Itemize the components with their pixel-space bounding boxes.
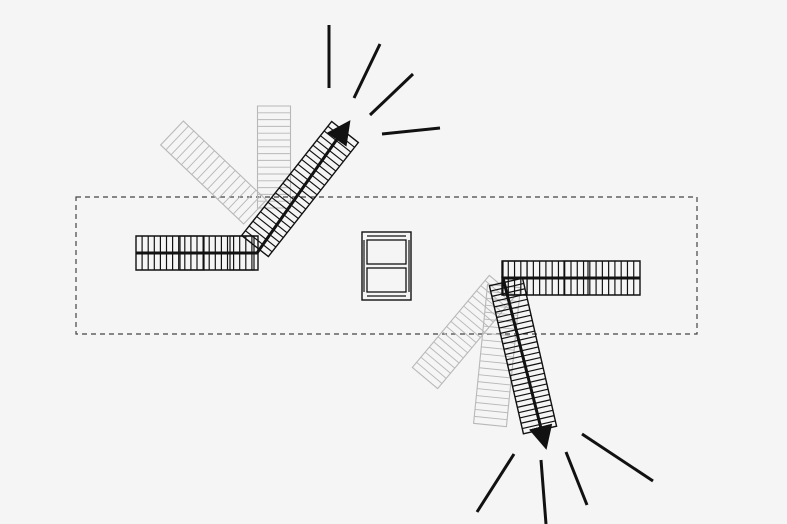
ghost-lower-a-tread (463, 305, 490, 328)
ghost-stair-lower-b (472, 283, 522, 428)
ghost-lower-b-tread (478, 374, 512, 379)
ghost-lower-a-tread (459, 310, 486, 333)
ghost-lower-a-tread (416, 361, 443, 384)
lower-direction-arrow (501, 276, 640, 450)
active-upper-diagonal-tread (271, 196, 299, 220)
active-upper-diagonal-tread (278, 187, 307, 210)
ghost-lower-b-tread (482, 332, 516, 337)
ghost-upper-a-tread (201, 160, 226, 185)
ghost-upper-a-tread (222, 179, 246, 205)
upper-motion-line-2 (352, 43, 382, 99)
upper-motion-lines (327, 25, 441, 136)
dashed-boundary-frame (75, 196, 698, 335)
ghost-upper-a-tread (196, 155, 221, 180)
active-upper-diagonal-tread (263, 206, 292, 229)
active-lower-diagonal-tread (491, 288, 526, 297)
active-stair-upper-left (135, 120, 360, 271)
ghost-lower-a-tread (454, 315, 481, 338)
ghost-upper-a-tread (191, 150, 215, 175)
ghost-upper-a-tread (181, 140, 205, 166)
lower-motion-line-2 (539, 459, 548, 524)
ghost-upper-a-outline (159, 120, 268, 225)
active-lower-diagonal-outline (488, 277, 558, 435)
ghost-lower-a-tread (467, 300, 494, 323)
active-upper-diagonal-tread (260, 211, 288, 234)
ghost-upper-a-tread (212, 170, 236, 195)
ghost-upper-a-tread (175, 135, 200, 161)
upper-direction-arrow (136, 120, 351, 255)
ghost-stair-upper-a (159, 120, 268, 225)
ghost-lower-a-tread (446, 326, 473, 349)
ghost-lower-a-tread (424, 351, 451, 374)
active-upper-diagonal-tread (286, 177, 314, 201)
ghost-lower-b-tread (481, 346, 515, 351)
ghost-lower-a-tread (429, 346, 456, 369)
ghost-stair-upper-b (256, 105, 292, 209)
ghost-lower-b-tread (480, 353, 514, 358)
active-upper-diagonal-tread (245, 230, 273, 253)
lower-motion-lines (475, 432, 654, 524)
active-upper-diagonal-tread (275, 192, 303, 215)
ghost-lower-b-tread (474, 415, 508, 421)
active-upper-diagonal-tread (256, 215, 284, 239)
lower-motion-line-1 (475, 453, 516, 513)
ghost-lower-a-tread (437, 336, 464, 359)
active-lower-diagonal-tread (490, 282, 524, 292)
lower-motion-line-4 (581, 432, 654, 483)
active-upper-horizontal-outline (135, 235, 259, 271)
ghost-upper-a-tread (227, 184, 252, 210)
ghost-upper-a-tread (232, 189, 257, 215)
central-module (361, 231, 412, 301)
ghost-lower-a-tread (433, 341, 460, 364)
ghost-upper-a-tread (165, 125, 189, 151)
ghost-lower-a-tread (441, 331, 468, 354)
ghost-lower-a-tread (420, 356, 447, 379)
lower-motion-line-3 (564, 451, 589, 506)
active-lower-horizontal-outline (501, 260, 641, 296)
ghost-lower-b-tread (475, 402, 509, 407)
ghost-upper-a-tread (186, 145, 210, 170)
active-upper-diagonal-tread (248, 225, 277, 248)
ghost-lower-a-tread (450, 321, 477, 343)
upper-motion-line-3 (368, 72, 415, 117)
ghost-lower-b-tread (479, 367, 513, 372)
ghost-lower-b-tread (474, 408, 508, 414)
ghost-upper-a-tread (206, 165, 231, 190)
ghost-lower-b-tread (477, 388, 510, 393)
active-upper-diagonal-tread (267, 201, 295, 224)
ghost-upper-a-tread (217, 175, 241, 200)
upper-motion-line-4 (381, 126, 441, 136)
ghost-lower-b-tread (476, 395, 510, 400)
active-upper-diagonal-tread (282, 182, 310, 205)
active-upper-diagonal-tread (252, 220, 280, 243)
ghost-lower-b-tread (484, 318, 517, 323)
ghost-lower-a-tread (476, 290, 503, 313)
ghost-upper-a-tread (170, 130, 195, 156)
ghost-lower-b-tread (477, 381, 511, 386)
